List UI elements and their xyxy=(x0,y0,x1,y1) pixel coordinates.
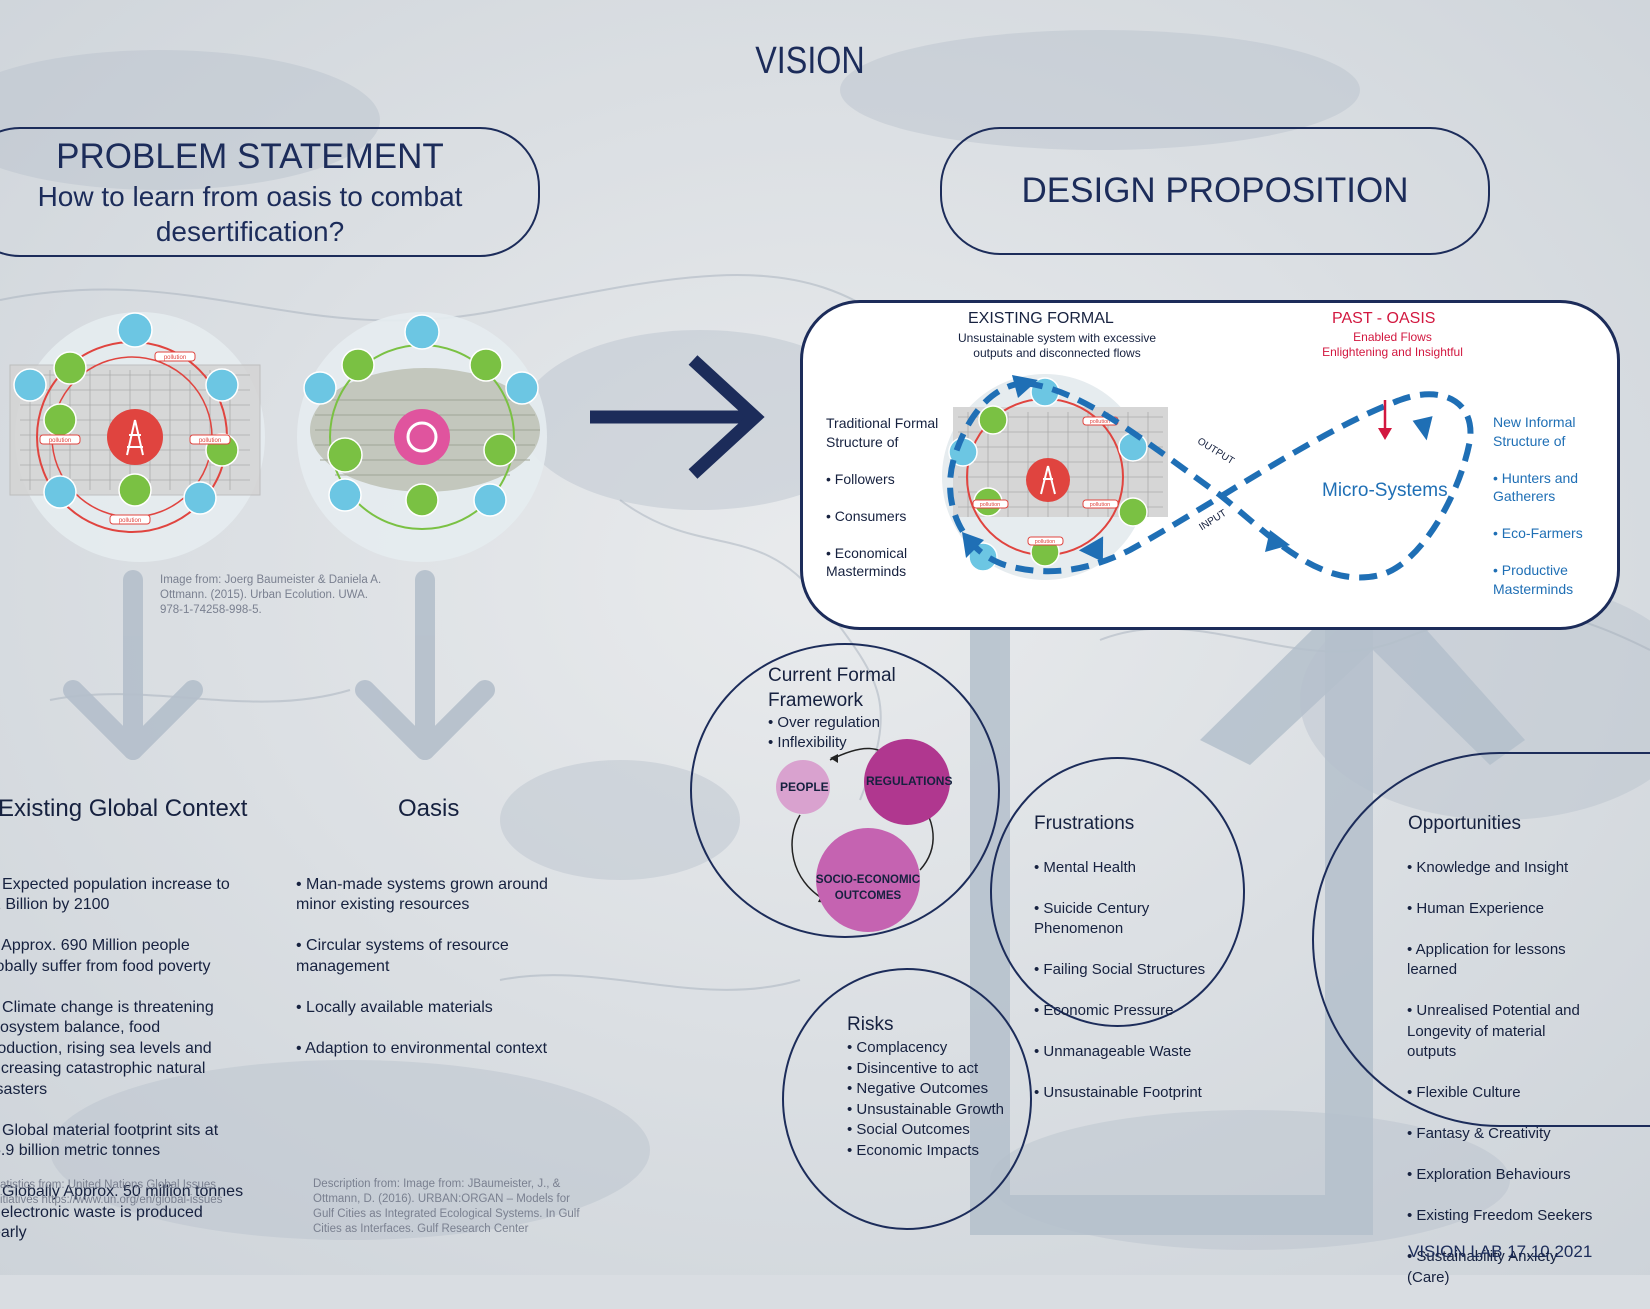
frustrations-list: Mental Health Suicide Century Phenomenon… xyxy=(1034,837,1205,1124)
frustrations-title: Frustrations xyxy=(1034,813,1135,834)
list-item: Economic Pressure xyxy=(1034,1001,1205,1022)
design-title: DESIGN PROPOSITION xyxy=(1021,171,1409,210)
risks-circle xyxy=(782,968,1032,1230)
pollution-label: pollution xyxy=(1035,539,1056,545)
list-item: Unsustainable Growth xyxy=(847,1100,1004,1121)
existing-formal-title: EXISTING FORMAL xyxy=(968,310,1114,327)
list-item: Productive Masterminds xyxy=(1493,561,1613,598)
problem-statement-box: PROBLEM STATEMENT How to learn from oasi… xyxy=(0,127,540,257)
list-item: Application for lessons learned xyxy=(1407,940,1642,981)
right-arrow xyxy=(590,355,765,479)
list-item: Fantasy & Creativity xyxy=(1407,1124,1642,1145)
problem-question: How to learn from oasis to combat desert… xyxy=(37,181,463,247)
list-item: Consumers xyxy=(826,507,956,526)
list-item: Complacency xyxy=(847,1038,1004,1059)
pollution-label: pollution xyxy=(119,518,141,524)
list-item: Global material footprint sits at 5.9 bi… xyxy=(0,1121,262,1162)
design-proposition-box: DESIGN PROPOSITION xyxy=(940,127,1490,255)
image-credit: Image from: Joerg Baumeister & Daniela A… xyxy=(160,574,382,616)
list-item: Human Experience xyxy=(1407,899,1642,920)
risks-title: Risks xyxy=(847,1014,894,1035)
page-title: VISION xyxy=(755,40,865,82)
infinity-loop xyxy=(947,375,1474,581)
oasis-citation: Description from: Image from: JBaumeiste… xyxy=(313,1178,580,1235)
traditional-structure: Traditional Formal Structure of Follower… xyxy=(826,414,956,599)
current-framework-title: Current Formal Framework xyxy=(768,665,896,711)
list-item: Existing Freedom Seekers xyxy=(1407,1206,1642,1227)
new-informal-structure: New Informal Structure of Hunters and Ga… xyxy=(1493,413,1613,617)
current-framework-circle xyxy=(690,643,1000,938)
list-item: Over regulation xyxy=(768,713,880,733)
micro-systems-label: Micro-Systems xyxy=(1322,480,1448,501)
global-context-list: Expected population increase to 1 Billio… xyxy=(0,854,262,1264)
list-item: Economical Masterminds xyxy=(826,544,956,581)
problem-title: PROBLEM STATEMENT xyxy=(56,137,444,176)
opportunities-list: Knowledge and Insight Human Experience A… xyxy=(1407,837,1642,1309)
list-item: Economic Impacts xyxy=(847,1141,1004,1162)
past-oasis-sub: Enabled Flows Enlightening and Insightfu… xyxy=(1322,330,1463,359)
pollution-label: pollution xyxy=(164,355,186,361)
list-item: Globally Approx. 50 million tonnes f ele… xyxy=(0,1182,262,1244)
list-item: Expected population increase to 1 Billio… xyxy=(0,875,262,916)
list-item: Circular systems of resource management xyxy=(296,936,596,977)
new-informal-title: New Informal Structure of xyxy=(1493,414,1576,449)
current-framework-list: Over regulation Inflexibility xyxy=(768,713,880,753)
list-item: Locally available materials xyxy=(296,998,596,1019)
list-item: Climate change is threatening cosystem b… xyxy=(0,998,262,1101)
list-item: Social Outcomes xyxy=(847,1120,1004,1141)
existing-formal-diagram: pollution pollution pollution pollution xyxy=(942,374,1168,580)
risks-list: Complacency Disincentive to act Negative… xyxy=(847,1038,1004,1161)
list-item: Disincentive to act xyxy=(847,1059,1004,1080)
pollution-label: pollution xyxy=(199,438,221,444)
list-item: Followers xyxy=(826,470,956,489)
list-item: Unmanageable Waste xyxy=(1034,1042,1205,1063)
pollution-label: pollution xyxy=(49,438,71,444)
footer-label: VISION LAB 17.10.2021 xyxy=(1408,1242,1593,1261)
opportunities-title: Opportunities xyxy=(1408,813,1522,834)
past-oasis-title: PAST - OASIS xyxy=(1332,310,1436,327)
outcomes-label: SOCIO-ECONOMIC OUTCOMES xyxy=(815,874,921,902)
list-item: Suicide Century Phenomenon xyxy=(1034,899,1205,940)
list-item: Man-made systems grown around minor exis… xyxy=(296,875,596,916)
pollution-label: pollution xyxy=(1090,502,1111,508)
urban-ecolution-diagram: pollution pollution pollution pollution xyxy=(9,312,265,562)
list-item: Adaption to environmental context xyxy=(296,1039,596,1060)
list-item: Eco-Farmers xyxy=(1493,524,1613,543)
list-item: Negative Outcomes xyxy=(847,1079,1004,1100)
oasis-diagram xyxy=(297,312,547,562)
list-item: Unrealised Potential and Longevity of ma… xyxy=(1407,1001,1642,1063)
existing-formal-sub: Unsustainable system with excessive outp… xyxy=(957,331,1157,360)
global-context-citation: atistics from: United Nations Global Iss… xyxy=(0,1179,223,1206)
list-item: Hunters and Gatherers xyxy=(1493,469,1613,506)
people-label: PEOPLE xyxy=(780,780,829,794)
regulations-label: REGULATIONS xyxy=(866,774,953,788)
background-map xyxy=(0,0,1650,1275)
list-item: Inflexibility xyxy=(768,733,880,753)
frustrations-circle xyxy=(990,757,1245,1027)
list-item: Approx. 690 Million people lobally suffe… xyxy=(0,936,262,977)
list-item: Knowledge and Insight xyxy=(1407,858,1642,879)
list-item: Unsustainable Footprint xyxy=(1034,1083,1205,1104)
oasis-title: Oasis xyxy=(398,795,460,822)
framework-cycle-diagram xyxy=(776,739,950,932)
global-context-title: Existing Global Context xyxy=(0,795,248,822)
pollution-label: pollution xyxy=(1090,419,1111,425)
traditional-title: Traditional Formal Structure of xyxy=(826,415,939,450)
list-item: Mental Health xyxy=(1034,858,1205,879)
list-item: Flexible Culture xyxy=(1407,1083,1642,1104)
pollution-label: pollution xyxy=(980,502,1001,508)
list-item: Exploration Behaviours xyxy=(1407,1165,1642,1186)
list-item: Failing Social Structures xyxy=(1034,960,1205,981)
oasis-list: Man-made systems grown around minor exis… xyxy=(296,854,596,1080)
